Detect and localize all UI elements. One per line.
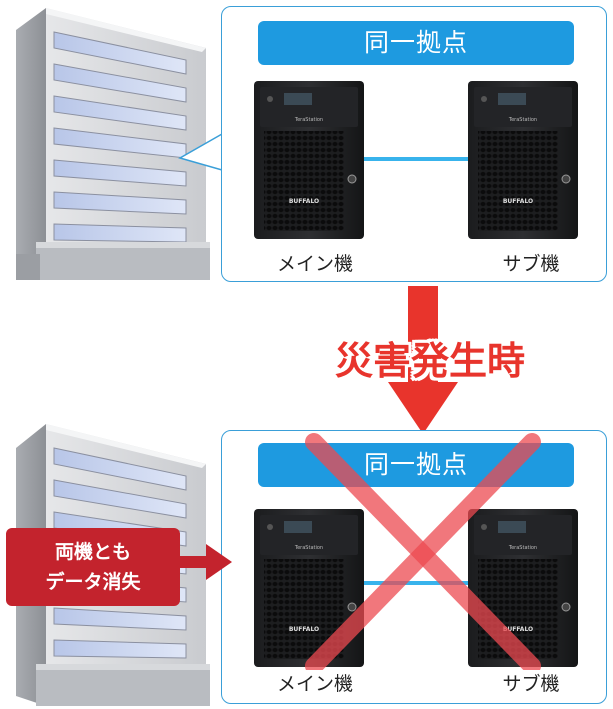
connection-line-bottom (362, 581, 472, 585)
cross-mark-icon (305, 433, 541, 670)
callout-pointer-top (178, 132, 224, 171)
same-site-panel-bottom: 同一拠点 TeraStation BUFFALO TeraStation BUF… (221, 430, 607, 704)
sub-unit-label-top: サブ機 (502, 253, 560, 275)
nas-device-main-top: TeraStation BUFFALO (254, 81, 364, 239)
sub-unit-label-bottom: サブ機 (502, 673, 560, 695)
main-unit-label-top: メイン機 (276, 253, 353, 275)
main-unit-label-bottom: メイン機 (276, 673, 353, 695)
right-arrow-icon (178, 544, 232, 580)
svg-text:BUFFALO: BUFFALO (503, 198, 533, 205)
svg-text:TeraStation: TeraStation (508, 545, 537, 551)
down-arrow-icon (388, 286, 458, 434)
svg-text:TeraStation: TeraStation (508, 117, 537, 123)
data-loss-line1: 両機とも (54, 541, 131, 563)
svg-text:BUFFALO: BUFFALO (289, 626, 319, 633)
connection-line-top (362, 157, 472, 161)
data-loss-callout: 両機とも データ消失 (6, 528, 180, 606)
building-icon-top (16, 8, 210, 280)
same-site-panel-top: 同一拠点 TeraStation BUFFALO TeraStation BUF… (221, 6, 607, 282)
site-label-top: 同一拠点 (258, 21, 574, 65)
disaster-label: 災害発生時 (334, 339, 525, 383)
svg-text:TeraStation: TeraStation (294, 117, 323, 123)
nas-device-sub-top: TeraStation BUFFALO (468, 81, 578, 239)
data-loss-line2: データ消失 (45, 571, 141, 593)
svg-text:TeraStation: TeraStation (294, 545, 323, 551)
nas-device-main-bottom: TeraStation BUFFALO (254, 509, 364, 667)
svg-text:BUFFALO: BUFFALO (289, 198, 319, 205)
svg-text:BUFFALO: BUFFALO (503, 626, 533, 633)
